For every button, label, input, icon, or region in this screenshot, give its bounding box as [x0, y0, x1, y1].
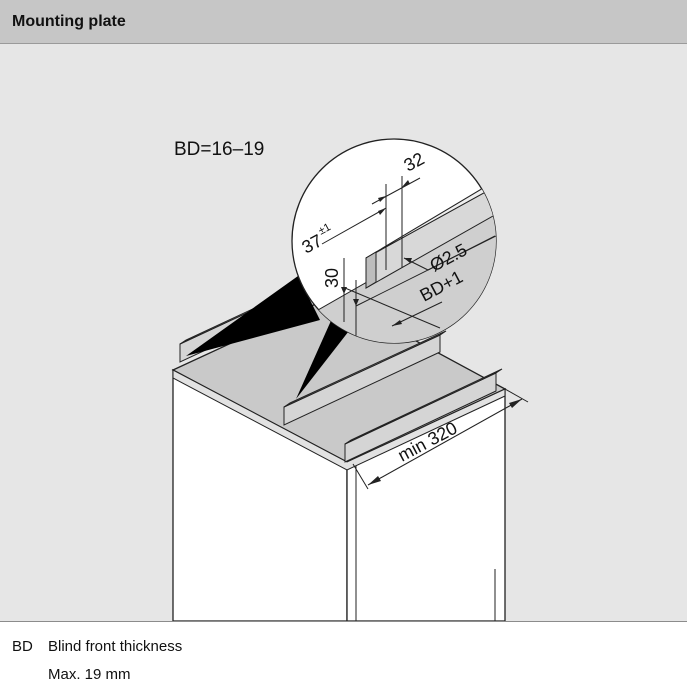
legend-description: Blind front thickness: [48, 638, 183, 655]
legend-area: BD Blind front thickness Max. 19 mm: [0, 621, 687, 697]
legend-note: Max. 19 mm: [48, 666, 131, 683]
cabinet-top-edge: [172, 369, 506, 471]
dimension-min-320: [352, 388, 529, 490]
legend-abbreviation: BD: [12, 638, 33, 655]
diagram-area: BD=16–19 32 37 ±1 30 Ø2.5 BD+1 min 320: [0, 44, 687, 621]
bd-range-label: BD=16–19: [174, 139, 264, 160]
panel-title: Mounting plate: [12, 12, 126, 30]
dim-line-37: [321, 207, 387, 245]
cabinet: [171, 295, 507, 621]
dim-label-30: 30: [322, 268, 342, 288]
detail-circle: [291, 138, 497, 344]
panel-header: Mounting plate: [0, 0, 687, 44]
pointer-wedge-left: [186, 276, 320, 356]
mounting-plate-diagram: BD=16–19 32 37 ±1 30 Ø2.5 BD+1 min 320: [171, 138, 529, 621]
pointer-wedge-right: [296, 314, 352, 399]
dim-label-37-tolerance: ±1: [317, 221, 333, 237]
legend-row: BD Blind front thickness: [12, 638, 182, 655]
detail-pointers: [186, 276, 352, 399]
dim-line-min: [367, 398, 523, 486]
